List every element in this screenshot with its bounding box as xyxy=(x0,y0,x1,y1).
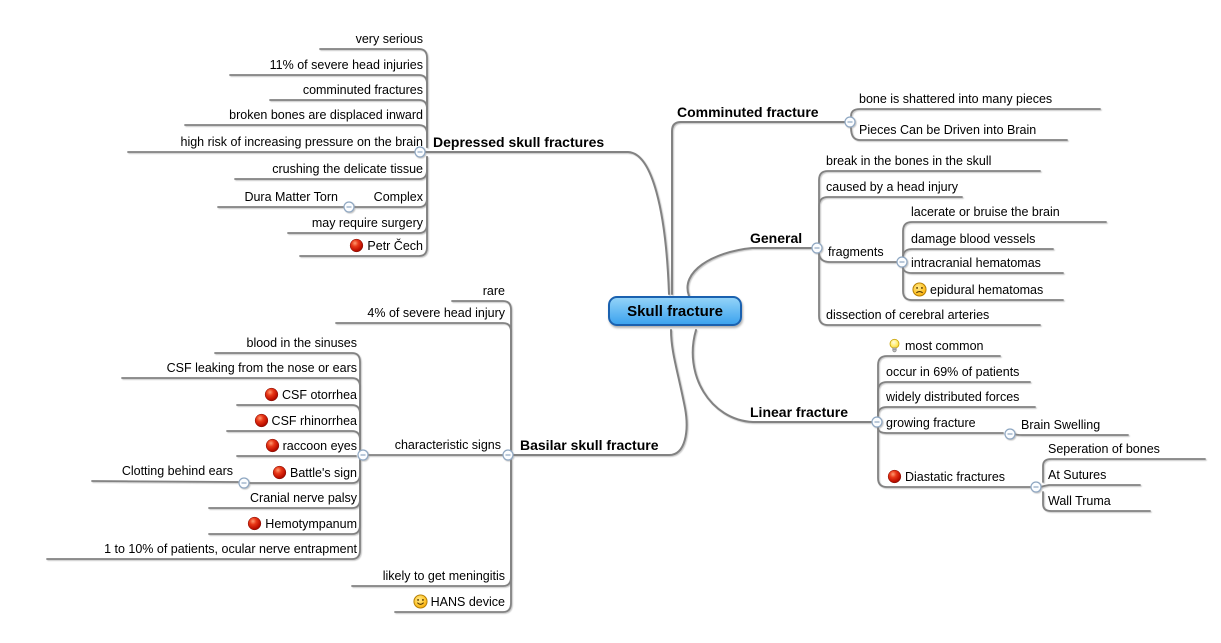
node-comminuted-fractures-child[interactable]: comminuted fractures xyxy=(302,83,423,97)
node-label: CSF rhinorrhea xyxy=(271,414,357,428)
node-brain-swelling[interactable]: Brain Swelling xyxy=(1021,418,1101,432)
fold-handle-char-signs[interactable] xyxy=(357,449,369,461)
node-dissection-arteries[interactable]: dissection of cerebral arteries xyxy=(826,308,990,322)
node-raccoon-eyes[interactable]: raccoon eyes xyxy=(237,437,362,456)
node-label: Petr Čech xyxy=(367,239,423,253)
node-wall-truma[interactable]: Wall Truma xyxy=(1048,494,1111,508)
node-blood-in-sinuses[interactable]: blood in the sinuses xyxy=(246,336,358,350)
lightbulb-icon xyxy=(887,338,902,353)
fold-handle-diastatic[interactable] xyxy=(1030,481,1042,493)
node-petr-cech[interactable]: Petr Čech xyxy=(300,237,428,256)
node-likely-meningitis[interactable]: likely to get meningitis xyxy=(382,569,505,583)
node-widely-distributed[interactable]: widely distributed forces xyxy=(886,390,1020,404)
node-very-serious[interactable]: very serious xyxy=(355,32,423,46)
node-label: raccoon eyes xyxy=(282,439,357,453)
node-hemotympanum[interactable]: Hemotympanum xyxy=(209,515,362,534)
node-bone-shattered[interactable]: bone is shattered into many pieces xyxy=(859,92,1053,106)
fold-handle-basilar[interactable] xyxy=(502,449,514,461)
sad-smiley-icon xyxy=(912,282,927,297)
red-ball-icon xyxy=(264,387,279,402)
node-may-require-surgery[interactable]: may require surgery xyxy=(311,216,423,230)
node-intracranial-hematomas[interactable]: intracranial hematomas xyxy=(911,256,1041,270)
node-label: epidural hematomas xyxy=(930,283,1044,297)
node-battles-sign[interactable]: Battle's sign xyxy=(250,464,362,483)
happy-smiley-icon xyxy=(413,594,428,609)
red-ball-icon xyxy=(272,465,287,480)
node-linear-fracture[interactable]: Linear fracture xyxy=(750,404,849,420)
node-seperation-of-bones[interactable]: Seperation of bones xyxy=(1048,442,1160,456)
node-dura-matter-torn[interactable]: Dura Matter Torn xyxy=(244,190,338,204)
fold-handle-fragments[interactable] xyxy=(896,256,908,268)
node-4-percent-injury[interactable]: 4% of severe head injury xyxy=(367,306,505,320)
node-label: CSF otorrhea xyxy=(281,388,357,402)
node-comminuted-fracture[interactable]: Comminuted fracture xyxy=(677,104,819,120)
fold-handle-linear[interactable] xyxy=(871,416,883,428)
node-label: Hemotympanum xyxy=(265,517,357,531)
node-growing-fracture[interactable]: growing fracture xyxy=(886,416,976,430)
node-depressed-skull-fractures[interactable]: Depressed skull fractures xyxy=(433,134,605,150)
node-broken-bones-inward[interactable]: broken bones are displaced inward xyxy=(229,108,423,122)
node-break-in-bones[interactable]: break in the bones in the skull xyxy=(826,154,992,168)
node-label: Battle's sign xyxy=(289,466,357,480)
node-high-risk-pressure[interactable]: high risk of increasing pressure on the … xyxy=(180,135,424,149)
fold-handle-complex[interactable] xyxy=(343,201,355,213)
node-lacerate-bruise[interactable]: lacerate or bruise the brain xyxy=(911,205,1060,219)
node-label: most common xyxy=(905,339,984,353)
node-characteristic-signs[interactable]: characteristic signs xyxy=(394,438,501,452)
node-complex[interactable]: Complex xyxy=(373,190,423,204)
node-csf-leaking[interactable]: CSF leaking from the nose or ears xyxy=(166,361,357,375)
node-label: Diastatic fractures xyxy=(905,470,1006,484)
node-label: HANS device xyxy=(430,595,505,609)
node-rare[interactable]: rare xyxy=(482,284,505,298)
node-occur-69-percent[interactable]: occur in 69% of patients xyxy=(886,365,1020,379)
fold-handle-general[interactable] xyxy=(811,242,823,254)
node-epidural-hematomas[interactable]: epidural hematomas xyxy=(906,281,1063,300)
red-ball-icon xyxy=(247,516,262,531)
node-hans-device[interactable]: HANS device xyxy=(395,593,510,612)
node-at-sutures[interactable]: At Sutures xyxy=(1048,468,1107,482)
fold-handle-depressed[interactable] xyxy=(414,146,426,158)
node-11-percent-injuries[interactable]: 11% of severe head injuries xyxy=(269,58,423,72)
node-csf-otorrhea[interactable]: CSF otorrhea xyxy=(237,386,362,405)
fold-handle-growing[interactable] xyxy=(1004,428,1016,440)
node-most-common[interactable]: most common xyxy=(881,337,1000,356)
node-crushing-tissue[interactable]: crushing the delicate tissue xyxy=(272,162,423,176)
node-basilar-skull-fracture[interactable]: Basilar skull fracture xyxy=(520,437,659,453)
red-ball-icon xyxy=(349,238,364,253)
node-caused-by-head-injury[interactable]: caused by a head injury xyxy=(826,180,959,194)
node-general[interactable]: General xyxy=(750,230,803,246)
node-clotting-behind-ears[interactable]: Clotting behind ears xyxy=(121,464,233,478)
node-cranial-nerve-palsy[interactable]: Cranial nerve palsy xyxy=(250,491,357,505)
node-damage-vessels[interactable]: damage blood vessels xyxy=(911,232,1036,246)
node-fragments[interactable]: fragments xyxy=(828,245,884,259)
fold-handle-battles-sign[interactable] xyxy=(238,477,250,489)
node-pieces-driven[interactable]: Pieces Can be Driven into Brain xyxy=(859,123,1037,137)
node-diastatic-fractures[interactable]: Diastatic fractures xyxy=(881,468,1030,487)
red-ball-icon xyxy=(887,469,902,484)
node-skull-fracture-root[interactable]: Skull fracture xyxy=(608,296,742,326)
red-ball-icon xyxy=(265,438,280,453)
fold-handle-comminuted[interactable] xyxy=(844,116,856,128)
red-ball-icon xyxy=(254,413,269,428)
node-1-to-10-percent[interactable]: 1 to 10% of patients, ocular nerve entra… xyxy=(104,542,357,556)
node-csf-rhinorrhea[interactable]: CSF rhinorrhea xyxy=(227,412,362,431)
